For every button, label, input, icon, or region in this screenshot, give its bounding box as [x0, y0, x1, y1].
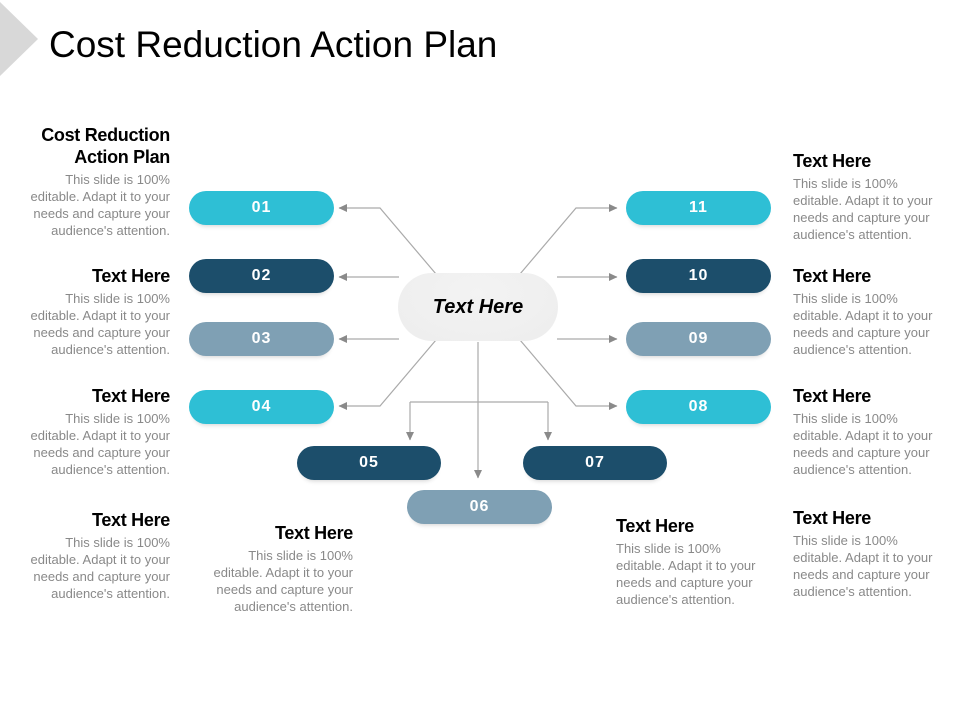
- center-node: Text Here: [398, 273, 558, 341]
- pill-02: 02: [189, 259, 334, 293]
- block-body: This slide is 100% editable. Adapt it to…: [793, 176, 933, 242]
- block-body: This slide is 100% editable. Adapt it to…: [30, 291, 170, 357]
- block-body: This slide is 100% editable. Adapt it to…: [793, 533, 933, 599]
- pill-11: 11: [626, 191, 771, 225]
- text-block-left-4: Text Here This slide is 100% editable. A…: [22, 509, 171, 602]
- slide-title: Cost Reduction Action Plan: [49, 24, 498, 65]
- pill-01: 01: [189, 191, 334, 225]
- center-node-label: Text Here: [432, 295, 524, 318]
- block-title: Text Here: [793, 386, 872, 406]
- pill-08: 08: [626, 390, 771, 424]
- text-block-right-4: Text Here This slide is 100% editable. A…: [793, 507, 941, 600]
- block-body: This slide is 100% editable. Adapt it to…: [30, 535, 170, 601]
- text-block-right-2: Text Here This slide is 100% editable. A…: [793, 265, 941, 358]
- block-title: Text Here: [91, 386, 170, 406]
- block-title: Cost Reduction Action Plan: [41, 125, 170, 167]
- pill-06: 06: [407, 490, 552, 524]
- block-body: This slide is 100% editable. Adapt it to…: [30, 411, 170, 477]
- pill-09: 09: [626, 322, 771, 356]
- pill-04: 04: [189, 390, 334, 424]
- block-body: This slide is 100% editable. Adapt it to…: [30, 172, 170, 238]
- block-body: This slide is 100% editable. Adapt it to…: [793, 411, 933, 477]
- text-block-bottom-left: Text Here This slide is 100% editable. A…: [205, 522, 354, 615]
- text-block-left-2: Text Here This slide is 100% editable. A…: [22, 265, 171, 358]
- block-title: Text Here: [793, 508, 872, 528]
- block-title: Text Here: [91, 266, 170, 286]
- block-body: This slide is 100% editable. Adapt it to…: [793, 291, 933, 357]
- pill-10: 10: [626, 259, 771, 293]
- block-title: Text Here: [793, 266, 872, 286]
- text-block-right-1: Text Here This slide is 100% editable. A…: [793, 150, 941, 243]
- pill-05: 05: [297, 446, 441, 480]
- block-title: Text Here: [274, 523, 353, 543]
- pill-07: 07: [523, 446, 667, 480]
- block-body: This slide is 100% editable. Adapt it to…: [616, 541, 756, 607]
- text-block-left-3: Text Here This slide is 100% editable. A…: [22, 385, 171, 478]
- block-title: Text Here: [91, 510, 170, 530]
- title-arrow-decoration: [0, 2, 38, 76]
- block-body: This slide is 100% editable. Adapt it to…: [213, 548, 353, 614]
- text-block-left-1: Cost Reduction Action Plan This slide is…: [22, 124, 171, 239]
- text-block-right-3: Text Here This slide is 100% editable. A…: [793, 385, 941, 478]
- text-block-bottom-right: Text Here This slide is 100% editable. A…: [616, 515, 764, 608]
- block-title: Text Here: [793, 151, 872, 171]
- pill-03: 03: [189, 322, 334, 356]
- block-title: Text Here: [616, 516, 695, 536]
